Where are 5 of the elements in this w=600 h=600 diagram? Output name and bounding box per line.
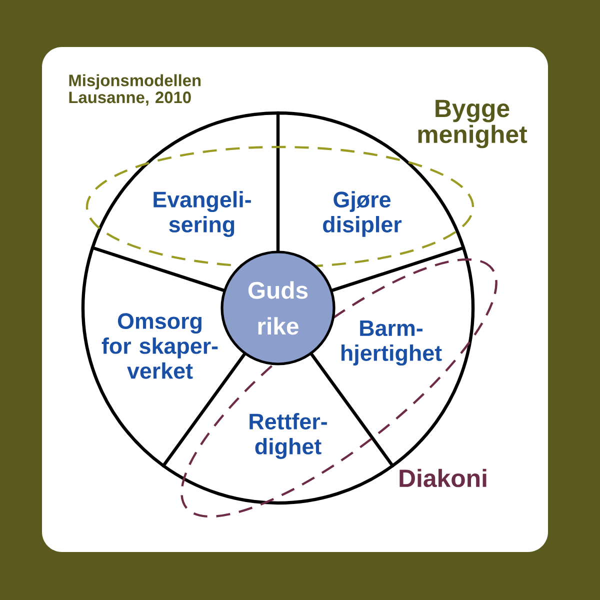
group-label: Diakoni [400, 468, 486, 488]
wheel-sector: Omsorg for skaper- verket [81, 246, 247, 468]
title: Misjonsmodellen Lausanne, 2010 [69, 74, 201, 106]
wheel-sector: Barm- hjertighet [330, 246, 475, 468]
group-label: Bygge menighet [418, 100, 528, 148]
